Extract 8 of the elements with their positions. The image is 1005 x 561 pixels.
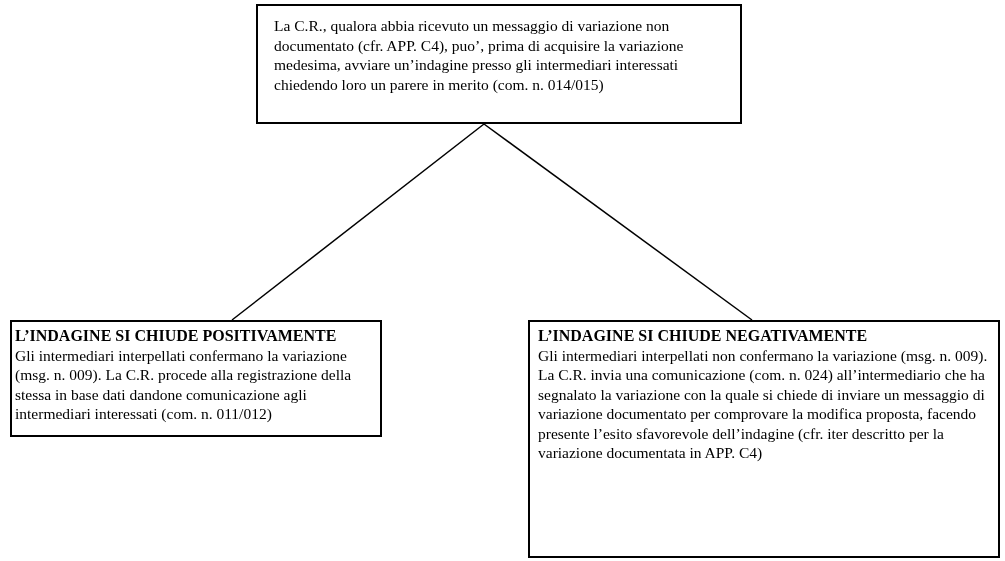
- box-heading: L’INDAGINE SI CHIUDE POSITIVAMENTE: [15, 326, 338, 346]
- text-box: [10, 320, 382, 437]
- box-text: Gli intermediari interpellati non confermano la variazione (msg. n. 009). La C.R. invia una comunicazione (com. n. 024) all’intermediario che ha segnalato la variazione con la quale si chiede di inviare un messaggio di variazione documentato per comprovare la modifica proposta, facendo presente l’esito sfavorevole dell’indagine (cfr. iter descritto per la variazione documentata in APP. C4): [538, 345, 989, 463]
- text-box: [256, 4, 742, 124]
- text-box: [528, 320, 1000, 558]
- box-text: Gli intermediari interpellati confermano la variazione (msg. n. 009). La C.R. procede alla registrazione della stessa in base dati dandone comunicazione agli intermediari interessati (com. n. 011/012): [15, 345, 353, 424]
- box-text: La C.R., qualora abbia ricevuto un messaggio di variazione non documentato (cfr. APP. C4), puo’, prima di acquisire la variazione medesima, avviare un’indagine presso gli intermediari interessati chiedendo loro un parere in merito (com. n. 014/015): [274, 16, 685, 94]
- box-heading: L’INDAGINE SI CHIUDE NEGATIVAMENTE: [538, 326, 869, 346]
